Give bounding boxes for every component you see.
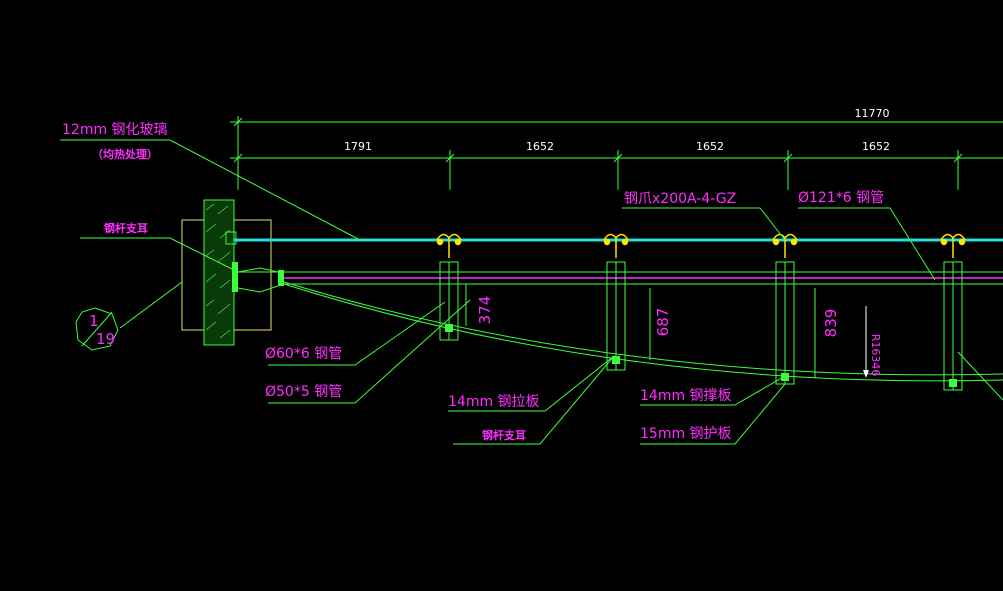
arch-curve bbox=[283, 281, 1003, 382]
label-pipe-60: Ø60*6 钢管 bbox=[265, 346, 342, 362]
span-dimension-4: 1652 bbox=[862, 140, 890, 153]
height-label-687: 687 bbox=[654, 308, 672, 337]
height-label-839: 839 bbox=[822, 309, 840, 338]
dimension-lines bbox=[230, 116, 1003, 190]
label-glass-note: （均热处理） bbox=[92, 147, 158, 161]
label-pipe-50: Ø50*5 钢管 bbox=[265, 384, 342, 400]
span-dimension-3: 1652 bbox=[696, 140, 724, 153]
label-claw: 钢爪x200A-4-GZ bbox=[624, 191, 736, 207]
label-pipe-121: Ø121*6 钢管 bbox=[798, 190, 884, 206]
horizontal-pipes bbox=[238, 271, 1003, 285]
span-dimension-1: 1791 bbox=[344, 140, 372, 153]
span-dimension-2: 1652 bbox=[526, 140, 554, 153]
overall-dimension: 11770 bbox=[855, 107, 890, 120]
leader-lines bbox=[60, 139, 1003, 445]
radius-label: R16346 bbox=[869, 334, 882, 377]
label-glass: 12mm 钢化玻璃 bbox=[62, 121, 168, 138]
label-steel-ear-top: 钢杆支耳 bbox=[104, 221, 148, 235]
detail-callout: 1 19 bbox=[75, 307, 119, 351]
label-plate-14-pull: 14mm 钢拉板 bbox=[448, 394, 540, 410]
height-dimensions bbox=[465, 284, 869, 378]
height-label-374: 374 bbox=[476, 296, 494, 325]
post-joints bbox=[445, 324, 957, 387]
callout-number-bottom: 19 bbox=[96, 330, 115, 348]
label-steel-ear-bottom: 钢杆支耳 bbox=[482, 428, 526, 442]
vertical-posts bbox=[439, 261, 963, 391]
wall-section bbox=[181, 199, 284, 346]
label-plate-15-guard: 15mm 钢护板 bbox=[640, 426, 732, 442]
glass-clamps bbox=[436, 233, 966, 258]
callout-number-top: 1 bbox=[89, 312, 99, 330]
label-plate-14-brace: 14mm 钢撑板 bbox=[640, 388, 732, 404]
